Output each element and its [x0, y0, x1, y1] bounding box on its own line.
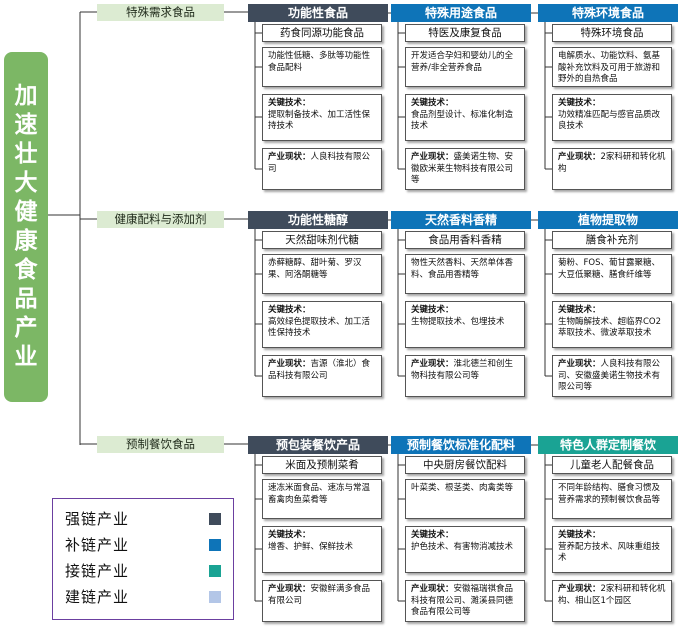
- legend-label: 补链产业: [65, 536, 130, 554]
- key-technology-title: 关键技术：: [268, 98, 311, 108]
- industry-status-card: 产业现状：2家科研和转化机构: [552, 148, 672, 190]
- key-technology-card: 关键技术：护色技术、有害物消减技术: [405, 526, 525, 573]
- key-technology-text: 增香、护鲜、保鲜技术: [268, 541, 354, 552]
- industry-status-card: 产业现状：人良科技有限公司、安徽盛美诺生物技术有限公司等: [552, 355, 672, 397]
- key-technology-text: 生物提取技术、包埋技术: [411, 316, 505, 327]
- key-technology-title: 关键技术：: [268, 530, 311, 540]
- legend-item-strong: 强链产业: [61, 509, 225, 529]
- industry-status-card: 产业现状：2家科研和转化机构、相山区1个园区: [552, 580, 672, 622]
- key-technology-text: 提取制备技术、加工活性保持技术: [268, 109, 371, 132]
- industry-status-title: 产业现状：: [558, 359, 601, 369]
- key-technology-card: 关键技术：高效绿色提取技术、加工活性保持技术: [262, 301, 382, 348]
- legend-label: 接链产业: [65, 562, 130, 580]
- subcategory-box: 食品用香料香精: [405, 231, 525, 249]
- category-header: 预包装餐饮产品: [248, 436, 388, 454]
- key-technology-title: 关键技术：: [411, 98, 454, 108]
- industry-status-text: 盛美诺生物、安徽欧米莱生物科技有限公司等: [411, 152, 514, 185]
- key-technology-text: 高效绿色提取技术、加工活性保持技术: [268, 316, 371, 339]
- legend-swatch-connect: [209, 565, 221, 577]
- key-technology-card: 关键技术：生物提取技术、包埋技术: [405, 301, 525, 348]
- industry-status-title: 产业现状：: [558, 152, 601, 162]
- description-card: 不同年龄结构、膳食习惯及营养需求的预制餐饮食品等: [552, 479, 672, 519]
- subcategory-box: 特殊环境食品: [552, 24, 672, 42]
- description-card: 开发适合孕妇和婴幼儿的全营养/非全营养食品: [405, 47, 525, 87]
- branch-label: 特殊需求食品: [97, 4, 224, 21]
- industry-status-text: 吉源（淮北）食品科技有限公司: [268, 359, 371, 381]
- description-card: 物性天然香料、天然单体香料、食品用香精等: [405, 254, 525, 294]
- subcategory-box: 膳食补充剂: [552, 231, 672, 249]
- industry-status-text: 安徽福瑞祺食品科技有限公司、濉溪县同德食品有限公司等: [411, 584, 514, 617]
- category-header: 预制餐饮标准化配料: [391, 436, 531, 454]
- key-technology-card: 关键技术：提取制备技术、加工活性保持技术: [262, 94, 382, 141]
- subcategory-box: 儿童老人配餐食品: [552, 456, 672, 474]
- category-header: 功能性食品: [248, 4, 388, 22]
- legend-label: 建链产业: [65, 588, 130, 606]
- legend-item-build: 建链产业: [61, 587, 225, 607]
- key-technology-card: 关键技术：功效精准匹配与感官品质改良技术: [552, 94, 672, 141]
- key-technology-card: 关键技术：生物酶解技术、超临界CO2萃取技术、微波萃取技术: [552, 301, 672, 348]
- industry-status-card: 产业现状：人良科技有限公司: [262, 148, 382, 190]
- industry-status-title: 产业现状：: [268, 152, 311, 162]
- industry-status-text: 人良科技有限公司: [268, 152, 371, 174]
- legend-item-connect: 接链产业: [61, 561, 225, 581]
- key-technology-title: 关键技术：: [558, 530, 601, 540]
- industry-status-title: 产业现状：: [268, 359, 311, 369]
- subcategory-box: 中央厨房餐饮配料: [405, 456, 525, 474]
- description-card: 速冻米面食品、速冻与常温畜禽肉鱼菜肴等: [262, 479, 382, 519]
- key-technology-title: 关键技术：: [558, 98, 601, 108]
- industry-status-title: 产业现状：: [411, 584, 454, 594]
- key-technology-card: 关键技术：食品剂型设计、标准化制造技术: [405, 94, 525, 141]
- description-card: 菊粉、FOS、葡甘露聚糖、大豆低聚糖、膳食纤维等: [552, 254, 672, 294]
- branch-label: 预制餐饮食品: [97, 436, 224, 453]
- industry-status-card: 产业现状：盛美诺生物、安徽欧米莱生物科技有限公司等: [405, 148, 525, 190]
- legend-swatch-supplement: [209, 539, 221, 551]
- description-card: 电解质水、功能饮料、氨基酸补充饮料及可用于旅游和野外的自热食品: [552, 47, 672, 87]
- key-technology-text: 功效精准匹配与感官品质改良技术: [558, 109, 661, 132]
- legend-swatch-strong: [209, 513, 221, 525]
- industry-status-text: 淮北德兰和创生物科技有限公司等: [411, 359, 514, 381]
- description-card: 叶菜类、根茎类、肉禽类等: [405, 479, 525, 519]
- category-header: 特殊环境食品: [538, 4, 678, 22]
- category-header: 天然香料香精: [391, 211, 531, 229]
- key-technology-title: 关键技术：: [411, 305, 454, 315]
- key-technology-title: 关键技术：: [558, 305, 601, 315]
- root-title: 加速壮大健康食品产业: [4, 52, 48, 402]
- industry-status-card: 产业现状：安徽鲜满多食品有限公司: [262, 580, 382, 622]
- legend-label: 强链产业: [65, 510, 130, 528]
- key-technology-text: 营养配方技术、风味重组技术: [558, 541, 661, 564]
- legend-item-supplement: 补链产业: [61, 535, 225, 555]
- description-card: 赤藓糖醇、甜叶菊、罗汉果、阿洛酮糖等: [262, 254, 382, 294]
- key-technology-title: 关键技术：: [268, 305, 311, 315]
- industry-status-title: 产业现状：: [411, 359, 454, 369]
- category-header: 特殊用途食品: [391, 4, 531, 22]
- industry-status-text: 人良科技有限公司、安徽盛美诺生物技术有限公司等: [558, 359, 661, 392]
- industry-status-text: 2家科研和转化机构、相山区1个园区: [558, 584, 666, 606]
- key-technology-title: 关键技术：: [411, 530, 454, 540]
- subcategory-box: 天然甜味剂代糖: [262, 231, 382, 249]
- industry-status-title: 产业现状：: [411, 152, 454, 162]
- industry-status-card: 产业现状：吉源（淮北）食品科技有限公司: [262, 355, 382, 397]
- branch-label: 健康配料与添加剂: [97, 211, 224, 228]
- industry-status-card: 产业现状：安徽福瑞祺食品科技有限公司、濉溪县同德食品有限公司等: [405, 580, 525, 622]
- industry-status-text: 安徽鲜满多食品有限公司: [268, 584, 371, 606]
- industry-status-card: 产业现状：淮北德兰和创生物科技有限公司等: [405, 355, 525, 397]
- legend-swatch-build: [209, 591, 221, 603]
- industry-status-text: 2家科研和转化机构: [558, 152, 666, 174]
- key-technology-card: 关键技术：营养配方技术、风味重组技术: [552, 526, 672, 573]
- key-technology-text: 护色技术、有害物消减技术: [411, 541, 514, 552]
- category-header: 特色人群定制餐饮: [538, 436, 678, 454]
- industry-status-title: 产业现状：: [558, 584, 601, 594]
- key-technology-text: 食品剂型设计、标准化制造技术: [411, 109, 514, 132]
- subcategory-box: 米面及预制菜肴: [262, 456, 382, 474]
- key-technology-text: 生物酶解技术、超临界CO2萃取技术、微波萃取技术: [558, 316, 662, 339]
- industry-status-title: 产业现状：: [268, 584, 311, 594]
- subcategory-box: 药食同源功能食品: [262, 24, 382, 42]
- key-technology-card: 关键技术：增香、护鲜、保鲜技术: [262, 526, 382, 573]
- subcategory-box: 特医及康复食品: [405, 24, 525, 42]
- description-card: 功能性低糖、多肽等功能性食品配料: [262, 47, 382, 87]
- category-header: 功能性糖醇: [248, 211, 388, 229]
- legend: 强链产业 补链产业 接链产业 建链产业: [52, 498, 234, 620]
- category-header: 植物提取物: [538, 211, 678, 229]
